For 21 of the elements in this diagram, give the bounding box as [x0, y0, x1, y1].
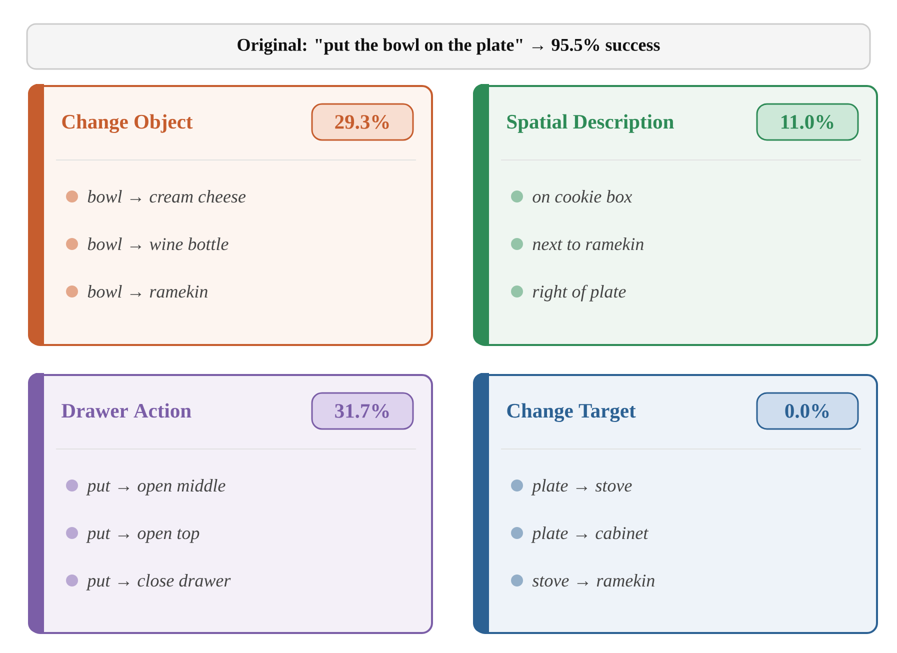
card-heading: Drawer Action: [62, 403, 192, 418]
percent-badge: 11.0%: [756, 103, 859, 141]
list-item: bowl → wine bottle: [88, 238, 228, 250]
list-item: bowl → cream cheese: [88, 190, 246, 203]
list-item: stove → ramekin: [532, 574, 654, 587]
list-item: next to ramekin: [532, 238, 644, 250]
list-item: plate → cabinet: [531, 526, 649, 543]
list-item: put → open top: [86, 528, 200, 543]
percent-badge: 31.7%: [311, 392, 414, 430]
card-heading: Change Object: [62, 114, 193, 134]
list-item: put → close drawer: [86, 574, 231, 590]
percent-badge: 29.3%: [311, 103, 414, 141]
title-banner: Original: "put the bowl on the plate" → 95.5% success: [26, 23, 871, 70]
card-heading: Change Target: [507, 403, 636, 422]
percent-badge: 0.0%: [756, 392, 859, 430]
list-item: put → open middle: [86, 479, 226, 496]
list-item: bowl → ramekin: [88, 285, 208, 298]
list-item: on cookie box: [532, 190, 632, 203]
list-item: plate → stove: [531, 479, 632, 496]
list-item: right of plate: [532, 284, 626, 302]
card-heading: Spatial Description: [507, 114, 674, 133]
